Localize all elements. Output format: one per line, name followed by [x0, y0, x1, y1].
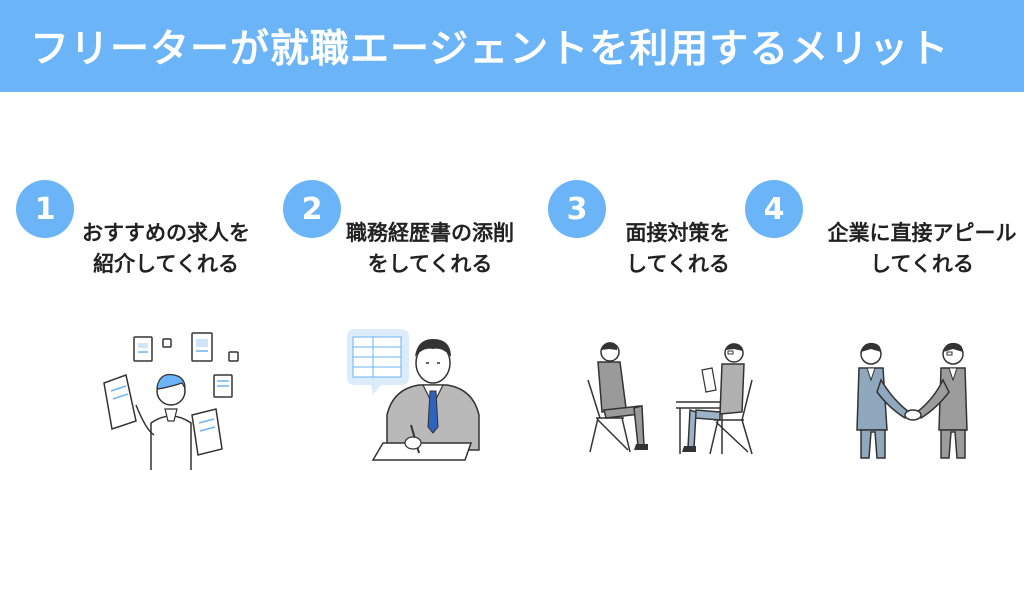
step-text-line: 企業に直接アピール — [827, 221, 1017, 245]
step-number-badge: 3 — [548, 180, 606, 238]
step-4: 4 企業に直接アピール してくれる — [745, 180, 1017, 480]
step-text-line: してくれる — [870, 252, 974, 276]
handshake-icon — [856, 342, 968, 459]
businessman-writing-icon — [347, 329, 480, 461]
step-description: 面接対策を してくれる — [553, 218, 803, 280]
step-description: 職務経歴書の添削 をしてくれる — [305, 218, 555, 280]
step-text-line: 紹介してくれる — [93, 252, 239, 276]
step-text-line: おすすめの求人を — [82, 221, 250, 245]
step-description: 企業に直接アピール してくれる — [807, 218, 1024, 280]
step-description: おすすめの求人を 紹介してくれる — [41, 218, 291, 280]
step-number-badge: 4 — [745, 180, 803, 238]
step-1: 1 おすすめの求人を 紹介してくれる — [16, 180, 266, 480]
consultant-with-documents-icon — [103, 332, 239, 470]
step-number-badge: 1 — [16, 180, 74, 238]
interview-icon — [587, 342, 753, 455]
step-3: 3 面接対策を してくれる — [548, 180, 798, 480]
step-2: 2 職務経歴書の添削 をしてくれる — [283, 180, 533, 480]
page-title: フリーターが就職エージェントを利用するメリット — [30, 27, 950, 72]
step-text-line: してくれる — [626, 252, 730, 276]
step-text-line: をしてくれる — [367, 252, 493, 276]
step-text-line: 職務経歴書の添削 — [346, 221, 514, 245]
step-number-badge: 2 — [283, 180, 341, 238]
step-text-line: 面接対策を — [625, 221, 731, 245]
title-banner: フリーターが就職エージェントを利用するメリット — [0, 0, 1024, 92]
